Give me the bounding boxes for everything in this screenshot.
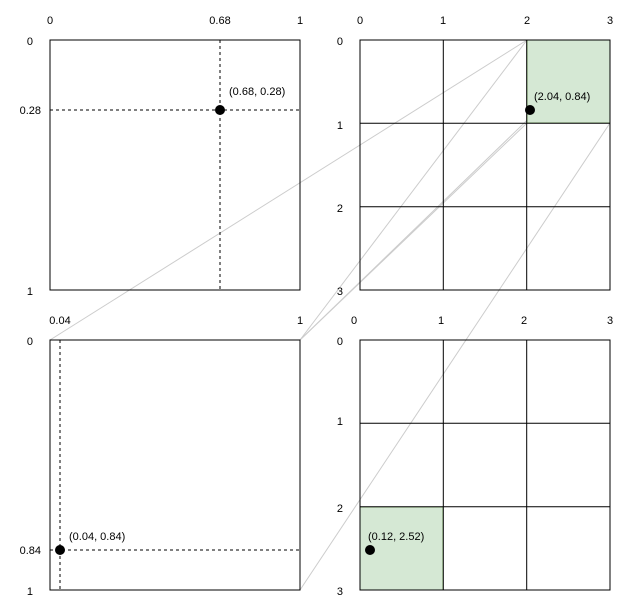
y-tick-label: 1: [337, 120, 343, 132]
y-tick-label: 1: [337, 416, 343, 428]
y-tick-label: 0: [27, 336, 33, 348]
x-tick-label: 0.04: [49, 315, 70, 327]
panel-bottom-right: (0.12, 2.52) 0 1 2 3 0 1 2 3: [337, 315, 613, 598]
y-tick-label: 0: [337, 36, 343, 48]
panel-bottom-left: (0.04, 0.84) 0.04 1 0 0.84 1: [20, 315, 303, 598]
x-tick-label: 0: [357, 15, 363, 27]
point-label: (0.12, 2.52): [368, 531, 424, 543]
connector-line: [299, 122, 611, 591]
panel-frame: [359, 339, 611, 591]
x-tick-label: 1: [297, 15, 303, 27]
y-tick-label: 2: [337, 203, 343, 215]
y-tick-label: 1: [27, 586, 33, 598]
x-tick-label: 2: [524, 15, 530, 27]
connector-line: [299, 39, 528, 341]
x-tick-label: 0: [351, 315, 357, 327]
point-label: (0.04, 0.84): [69, 531, 125, 543]
x-tick-label: 1: [438, 315, 444, 327]
panel-top-right: (2.04, 0.84) 0 1 2 3 0 1 2 3: [337, 15, 613, 298]
highlighted-cell: [526, 39, 611, 124]
y-tick-label: 3: [337, 286, 343, 298]
panel-frame: [49, 339, 301, 591]
sample-point: [215, 105, 225, 115]
x-tick-label: 0.68: [209, 15, 230, 27]
x-tick-label: 1: [297, 315, 303, 327]
x-tick-label: 1: [440, 15, 446, 27]
y-tick-label: 0.28: [20, 105, 41, 117]
panel-frame: [49, 39, 301, 291]
connector-lines: [49, 39, 611, 591]
sample-point: [365, 545, 375, 555]
y-tick-label: 0.84: [20, 545, 41, 557]
point-label: (0.68, 0.28): [229, 86, 285, 98]
x-tick-label: 2: [521, 315, 527, 327]
y-tick-label: 2: [337, 503, 343, 515]
x-tick-label: 3: [607, 315, 613, 327]
point-label: (2.04, 0.84): [534, 91, 590, 103]
x-tick-label: 3: [607, 15, 613, 27]
y-tick-label: 0: [27, 36, 33, 48]
y-tick-label: 3: [337, 586, 343, 598]
panel-frame: [359, 39, 611, 291]
sample-point: [525, 105, 535, 115]
y-tick-label: 0: [337, 336, 343, 348]
panel-top-left: (0.68, 0.28) 0 0.68 1 0 0.28 1: [20, 15, 303, 298]
y-tick-label: 1: [27, 286, 33, 298]
sample-point: [55, 545, 65, 555]
x-tick-label: 0: [47, 15, 53, 27]
